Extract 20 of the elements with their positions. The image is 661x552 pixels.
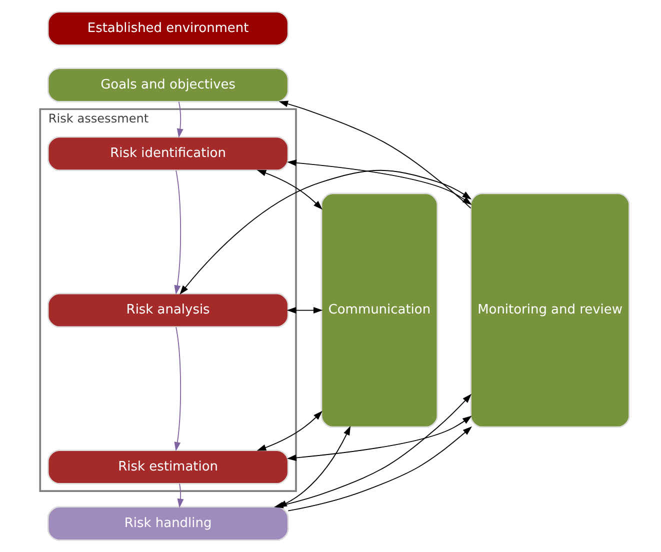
arrow [176, 483, 184, 508]
node-box: Risk handling [46, 506, 288, 541]
arrow [256, 410, 322, 451]
arrow [176, 101, 183, 138]
arrow [286, 307, 322, 314]
arrow [286, 416, 472, 461]
arrow [179, 170, 472, 295]
arrow [174, 326, 181, 452]
arrow [256, 170, 322, 210]
arrow [278, 100, 471, 209]
node-box: Risk identification [46, 136, 288, 171]
arrow [174, 170, 181, 295]
node-box: Communication [320, 192, 438, 428]
arrow [286, 160, 472, 205]
node-box: Established environment [46, 11, 288, 46]
node-box: Goals and objectives [46, 68, 288, 102]
node-box: Risk estimation [46, 450, 288, 484]
node-box: Monitoring and review [470, 192, 630, 428]
arrow [287, 426, 472, 512]
node-box: Risk analysis [46, 292, 288, 328]
